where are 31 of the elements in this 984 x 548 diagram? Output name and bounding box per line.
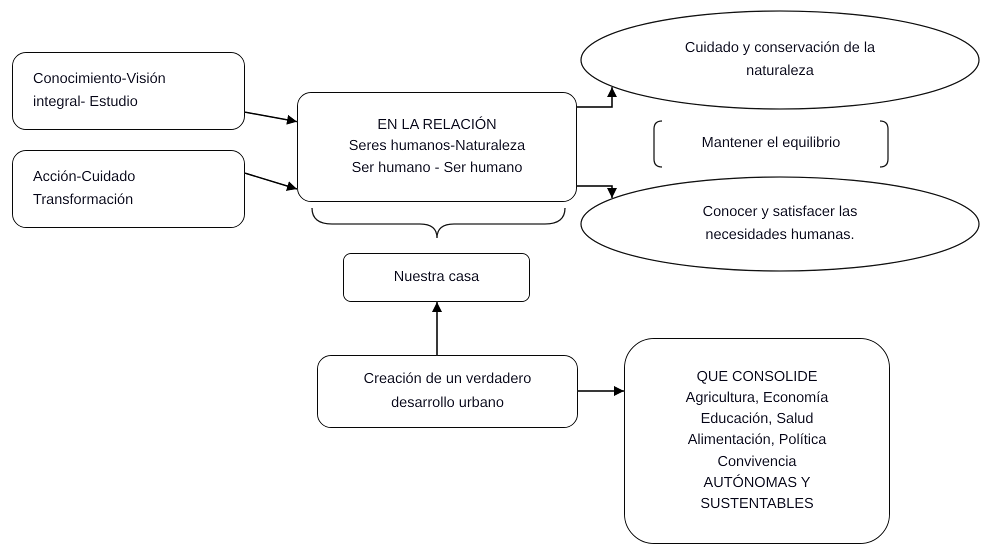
ellipse-node bbox=[580, 176, 980, 272]
node-text: Mantener el equilibrio bbox=[700, 134, 842, 154]
process-box bbox=[12, 150, 245, 228]
node-heading: EN LA RELACIÓN bbox=[376, 115, 498, 136]
node-text: Conocer y satisfacer las necesidades humanas. bbox=[702, 202, 858, 245]
node-text: Acción-Cuidado Transformación bbox=[33, 168, 136, 210]
arrow bbox=[578, 386, 624, 396]
ellipse-node bbox=[580, 10, 980, 110]
node-text: AUTÓNOMAS Y SUSTENTABLES bbox=[699, 473, 815, 514]
arrow bbox=[432, 302, 442, 355]
node-text: Cuidado y conservación de la naturaleza bbox=[684, 38, 876, 81]
node-text: Creación de un verdadero desarrollo urbano bbox=[362, 370, 532, 412]
node-text: Nuestra casa bbox=[392, 268, 480, 287]
process-box bbox=[12, 52, 245, 130]
node-text: Alimentación, Política bbox=[686, 431, 828, 450]
process-box bbox=[297, 92, 577, 202]
node-text: Convivencia bbox=[716, 452, 798, 472]
node-text: Seres humanos-Naturaleza bbox=[348, 137, 526, 156]
node-heading: QUE CONSOLIDE bbox=[696, 368, 818, 388]
process-box bbox=[317, 355, 578, 428]
process-box bbox=[624, 338, 890, 544]
arrow bbox=[577, 185, 617, 198]
node-text: Ser humano - Ser humano bbox=[350, 158, 524, 178]
node-text: Conocimiento-Visión integral- Estudio bbox=[33, 70, 167, 112]
node-text: Educación, Salud bbox=[700, 410, 814, 430]
bracketed-note bbox=[652, 120, 890, 168]
arrow bbox=[244, 172, 298, 191]
arrow bbox=[577, 87, 617, 108]
arrow bbox=[244, 111, 298, 125]
node-text: Agricultura, Economía bbox=[684, 389, 830, 408]
process-box bbox=[343, 253, 530, 302]
